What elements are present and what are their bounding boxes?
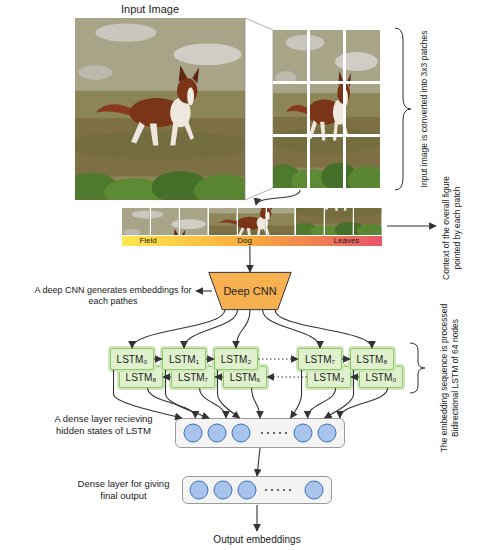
arrow-connector (308, 388, 336, 418)
side-note: A deep CNN generates embeddings for each… (33, 285, 193, 308)
arrow-connector (291, 370, 302, 418)
patch-grid (267, 30, 387, 194)
arrow-connector (148, 388, 196, 418)
lstm-cell: LSTM₇ (298, 348, 342, 370)
input-photo (65, 18, 255, 207)
pointer-arrow (196, 290, 212, 291)
arrow-connector (340, 388, 388, 418)
output-arrow (256, 505, 257, 531)
node-label: LSTM₇ (305, 354, 335, 365)
context-color-bar (122, 236, 382, 246)
patch-strip-images (117, 154, 386, 292)
bracket-note: The embedding sequence is processed Bidi… (439, 294, 460, 462)
node-label: LSTM₁ (169, 354, 199, 365)
side-note: Context of the overall figure pointed by… (441, 162, 462, 294)
neuron-circles (184, 424, 336, 442)
dense-layer-fill (175, 418, 345, 448)
arrow-connector (252, 388, 260, 418)
node-label: LSTM₀ (117, 354, 148, 365)
curly-bracket (410, 343, 425, 393)
lstm-cell: LSTM₁ (162, 348, 206, 370)
dense-layer-fill (182, 476, 332, 504)
arrow-connector (236, 310, 250, 348)
arrow-connector (249, 246, 250, 272)
arrow-connector (275, 310, 372, 348)
trapezoid-shape (209, 272, 291, 309)
node-label: Deep CNN (223, 285, 276, 297)
node-label: Leaves (334, 236, 360, 246)
node-label: LSTM₇ (178, 372, 208, 383)
arrow-connector (258, 358, 298, 359)
dense-layer: A dense layer recieving hidden states of… (175, 418, 345, 448)
node-label: Dense layer for giving final output (71, 478, 176, 502)
lstm-cell: LSTM₀ (110, 348, 154, 370)
curly-bracket (395, 28, 411, 190)
arrow-connector (257, 448, 260, 476)
arrow-connector (215, 376, 223, 377)
arrow-connector (154, 358, 162, 359)
node-label: LSTM₈ (357, 354, 388, 365)
arrow-connector (184, 310, 237, 348)
node-label: LSTM₀ (366, 372, 397, 383)
node-label: Dog (237, 236, 252, 246)
arrow-connector (200, 388, 226, 418)
arrow-connector (132, 310, 225, 348)
output-label: Output embeddings (182, 534, 332, 547)
dense-layer: Dense layer for giving final output (182, 476, 332, 504)
arrow-connector (342, 358, 350, 359)
arrow-connector (351, 376, 359, 377)
node-label: Field (139, 236, 156, 246)
node-label: LSTM₂ (314, 372, 345, 383)
arrow-connector (263, 310, 320, 348)
figure-heading: Input Image (90, 3, 210, 17)
arrow-connector (206, 358, 214, 359)
node-label: LSTM₆ (230, 372, 261, 383)
node-label: LSTM₂ (221, 354, 252, 365)
node-label: A dense layer recieving hidden states of… (41, 413, 166, 437)
cnn-trapezoid: Deep CNN (208, 272, 292, 310)
bracket-note: Input image is converted into 3x3 patche… (419, 9, 430, 209)
arrow-connector (163, 376, 171, 377)
node-label: LSTM₈ (126, 372, 157, 383)
ellipsis-dots (261, 432, 287, 434)
flow-arrow (256, 190, 300, 205)
pointer-arrow (387, 225, 436, 226)
zoom-lines (245, 18, 273, 200)
ellipsis-dots (265, 489, 291, 491)
lstm-cell: LSTM₈ (350, 348, 394, 370)
lstm-cell: LSTM₂ (214, 348, 258, 370)
arrow-connector (267, 376, 307, 377)
patch-strip: Field Dog Leaves (122, 208, 383, 246)
neuron-circles (190, 481, 323, 499)
